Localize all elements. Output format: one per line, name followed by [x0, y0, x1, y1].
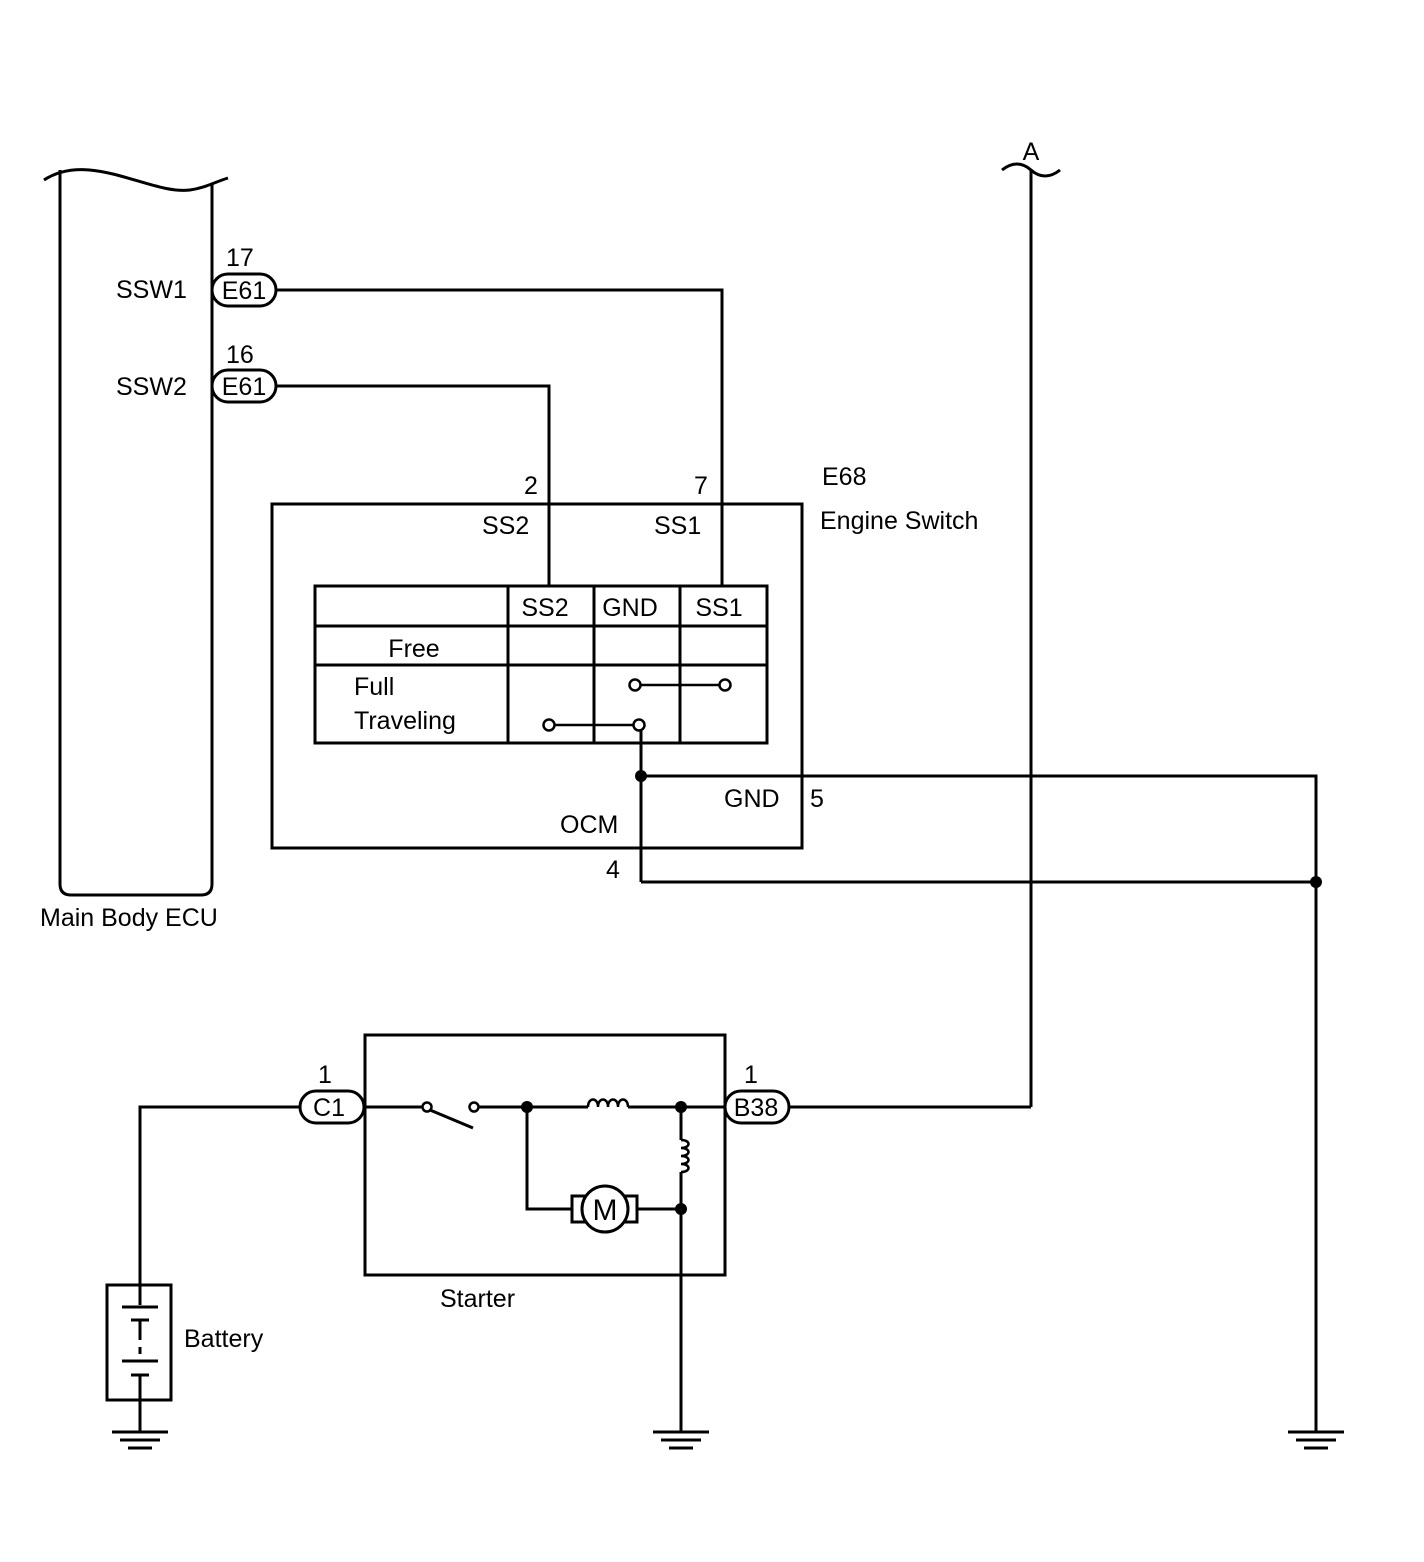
wire-gnd-5: [641, 774, 1318, 1432]
engine-switch-name: Engine Switch: [820, 507, 978, 535]
battery: Battery: [105, 1283, 264, 1432]
ssw2-label: SSW2: [116, 373, 187, 401]
ground-icon: [1288, 1430, 1344, 1450]
connector-c1: 1 C1: [298, 1061, 366, 1125]
starter-name: Starter: [440, 1285, 515, 1313]
pin-4: 4: [606, 856, 620, 884]
connector-e61-ssw2: 16 E61: [210, 341, 278, 404]
table-header-ss1: SS1: [695, 594, 742, 622]
connector-e61-label: E61: [222, 373, 266, 401]
connector-b38: 1 B38: [723, 1061, 791, 1125]
ecu-name: Main Body ECU: [40, 904, 218, 932]
pin-1-b38: 1: [744, 1061, 758, 1089]
motor-label: M: [593, 1194, 618, 1227]
motor-icon: [580, 1184, 630, 1234]
terminal-gnd-label: GND: [724, 785, 780, 813]
table-row-full: Full: [354, 673, 394, 701]
junction: [635, 770, 647, 782]
table-header-gnd: GND: [602, 594, 658, 622]
junction: [1310, 876, 1322, 888]
wire-ssw1: [276, 288, 724, 586]
table-row-traveling: Traveling: [354, 707, 456, 735]
connector-e61-ssw1: 17 E61: [210, 244, 278, 308]
terminal-ss1-label: SS1: [654, 512, 701, 540]
starter: Starter M: [363, 1033, 727, 1432]
ground-icon: [112, 1430, 168, 1450]
pin-16: 16: [226, 341, 254, 369]
terminal-ss2-label: SS2: [482, 512, 529, 540]
connector-b38-label: B38: [734, 1094, 778, 1122]
terminal-ocm-label: OCM: [560, 811, 618, 839]
battery-name: Battery: [184, 1325, 264, 1353]
connector-e61-label: E61: [222, 277, 266, 305]
pin-1-c1: 1: [318, 1061, 332, 1089]
junction: [675, 1101, 687, 1113]
table-header-ss2: SS2: [521, 594, 568, 622]
pin-7: 7: [694, 472, 708, 500]
pin-2: 2: [524, 472, 538, 500]
pin-17: 17: [226, 244, 254, 272]
off-page-marker-a: A: [1001, 138, 1061, 1107]
junction: [675, 1203, 687, 1215]
switch-position-table: SS2 GND SS1 Free Full Traveling: [313, 584, 769, 745]
engine-switch: E68 Engine Switch 2 7 SS2 SS1 GND 5 OCM …: [270, 463, 978, 884]
wire-ssw2: [276, 384, 551, 586]
engine-switch-connector: E68: [822, 463, 866, 491]
main-body-ecu: Main Body ECU SSW1 SSW2: [40, 168, 229, 932]
marker-a-label: A: [1023, 138, 1040, 166]
wire-battery-positive: [138, 1105, 300, 1285]
connector-c1-label: C1: [313, 1094, 345, 1122]
ssw1-label: SSW1: [116, 276, 187, 304]
pin-5: 5: [810, 785, 824, 813]
table-row-free: Free: [388, 635, 439, 663]
junction: [521, 1101, 533, 1113]
ground-icon: [653, 1430, 709, 1450]
